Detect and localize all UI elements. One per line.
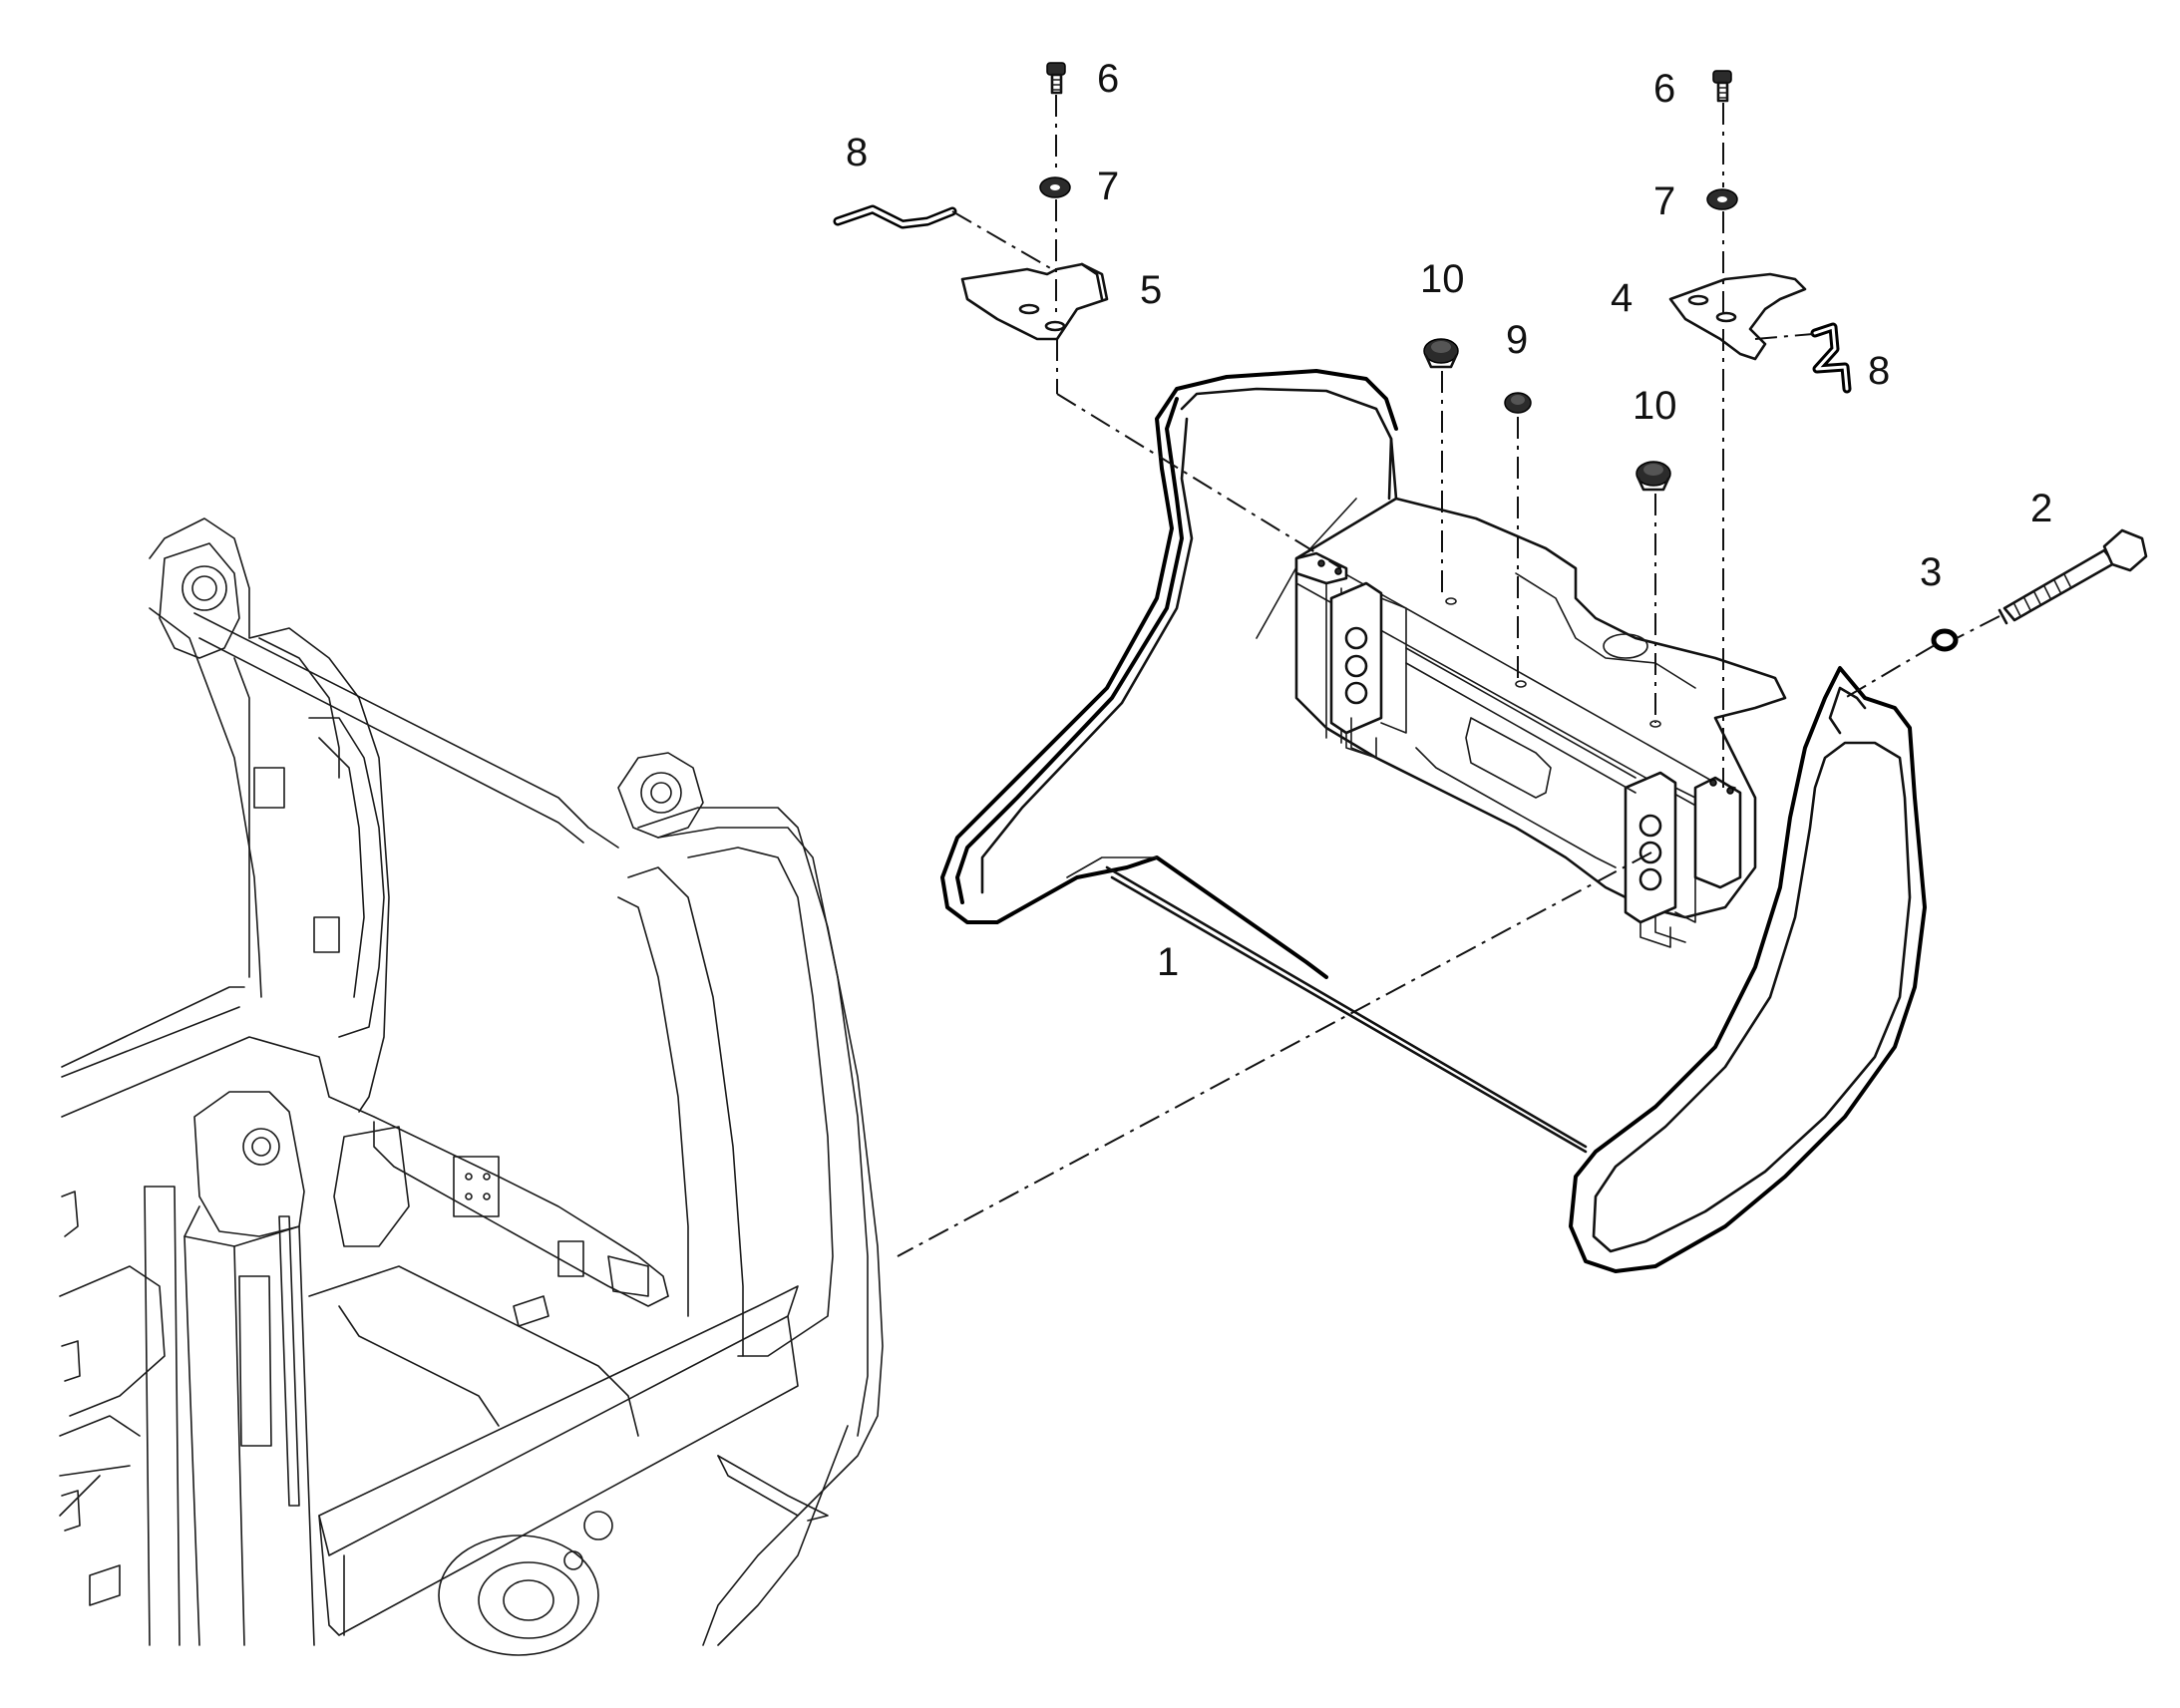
callout-9: 9 <box>1506 318 1528 362</box>
callout-6-right: 6 <box>1653 67 1675 111</box>
leader-lines <box>897 95 2000 1257</box>
part-2-bolt <box>1998 528 2148 625</box>
part-10-plug-left <box>1423 338 1459 369</box>
part-6-screw-right <box>1712 70 1732 103</box>
part-7-washer-left <box>1039 176 1071 198</box>
callout-8-right: 8 <box>1868 349 1890 393</box>
callout-10-left: 10 <box>1420 257 1465 301</box>
part-1-bumper-assembly <box>940 369 1927 1273</box>
callout-4: 4 <box>1611 276 1633 320</box>
part-3-washer <box>1931 628 1959 652</box>
part-4-bracket <box>1668 272 1807 361</box>
part-9-plug <box>1504 392 1532 414</box>
part-5-bracket <box>960 262 1109 341</box>
part-8-rod-left <box>833 204 957 229</box>
callout-labels: 1 2 3 4 5 6 6 7 7 8 8 9 10 10 <box>846 57 2052 984</box>
callout-7-left: 7 <box>1097 165 1119 208</box>
part-6-screw-left <box>1046 62 1066 95</box>
callout-8-left: 8 <box>846 131 868 174</box>
machine-frame <box>59 517 884 1656</box>
callout-10-right: 10 <box>1633 384 1677 428</box>
callout-1: 1 <box>1157 940 1179 984</box>
callout-3: 3 <box>1920 550 1942 594</box>
part-10-plug-right <box>1635 461 1671 492</box>
part-8-rod-right <box>1810 322 1852 394</box>
part-7-washer-right <box>1706 188 1738 210</box>
callout-2: 2 <box>2030 487 2052 530</box>
callout-7-right: 7 <box>1653 179 1675 223</box>
callout-6-left: 6 <box>1097 57 1119 101</box>
callout-5: 5 <box>1140 268 1162 312</box>
